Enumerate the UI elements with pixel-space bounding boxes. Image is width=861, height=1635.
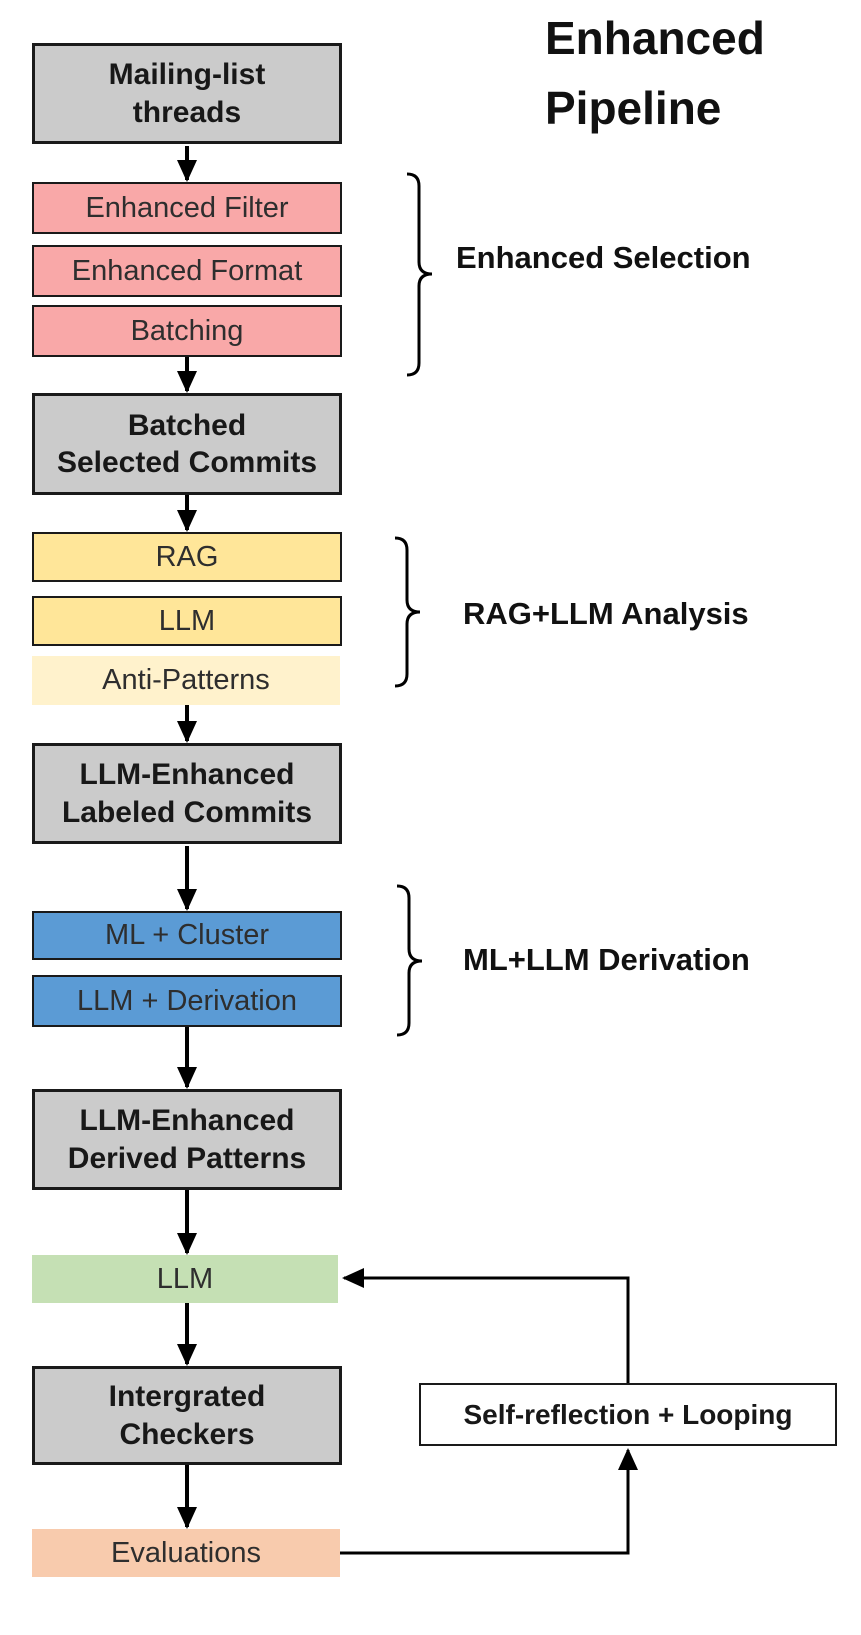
node-label: LLM-Enhanced Labeled Commits: [61, 758, 313, 829]
node-llm-enhanced-labeled-commits: LLM-Enhanced Labeled Commits: [32, 743, 342, 844]
bracket-ml-llm-derivation: [396, 884, 423, 1037]
node-label: Mailing-list threads: [108, 58, 266, 129]
group-label-ml-llm-derivation: ML+LLM Derivation: [463, 942, 750, 977]
node-batched-selected-commits: Batched Selected Commits: [32, 393, 342, 495]
node-label: Anti-Patterns: [102, 664, 270, 697]
node-label: Enhanced Format: [71, 254, 303, 287]
node-label: Intergrated Checkers: [108, 1380, 266, 1451]
node-label: Evaluations: [111, 1536, 261, 1569]
node-label: LLM-Enhanced Derived Patterns: [67, 1104, 307, 1175]
bracket-enhanced-selection: [406, 172, 433, 377]
diagram-title: Enhanced Pipeline: [545, 12, 765, 134]
group-label-enhanced-selection: Enhanced Selection: [456, 240, 751, 275]
bracket-rag-llm-analysis: [394, 536, 421, 688]
node-llm-derivation: LLM + Derivation: [32, 975, 342, 1027]
node-label: LLM: [158, 604, 216, 637]
node-llm-enhanced-derived-patterns: LLM-Enhanced Derived Patterns: [32, 1089, 342, 1190]
node-label: Self-reflection + Looping: [463, 1399, 793, 1430]
node-self-reflection-looping: Self-reflection + Looping: [419, 1383, 837, 1446]
arrow-evaluations-to-reflection: [340, 1448, 638, 1555]
node-label: ML + Cluster: [104, 919, 270, 952]
node-intergrated-checkers: Intergrated Checkers: [32, 1366, 342, 1465]
node-anti-patterns: Anti-Patterns: [32, 656, 340, 705]
node-enhanced-filter: Enhanced Filter: [32, 182, 342, 234]
node-label: LLM + Derivation: [76, 984, 298, 1017]
node-label: LLM: [156, 1262, 214, 1295]
node-rag: RAG: [32, 532, 342, 582]
node-evaluations: Evaluations: [32, 1529, 340, 1577]
node-label: Batched Selected Commits: [56, 408, 318, 480]
group-label-rag-llm-analysis: RAG+LLM Analysis: [463, 596, 749, 631]
node-label: RAG: [155, 540, 219, 573]
node-label: Batching: [130, 314, 244, 347]
node-llm-analysis: LLM: [32, 596, 342, 646]
node-mailing-list-threads: Mailing-list threads: [32, 43, 342, 144]
node-llm-loop: LLM: [32, 1255, 338, 1303]
node-batching: Batching: [32, 305, 342, 357]
node-ml-cluster: ML + Cluster: [32, 911, 342, 960]
node-enhanced-format: Enhanced Format: [32, 245, 342, 297]
arrow-reflection-to-llm: [342, 1268, 630, 1383]
node-label: Enhanced Filter: [85, 191, 289, 224]
